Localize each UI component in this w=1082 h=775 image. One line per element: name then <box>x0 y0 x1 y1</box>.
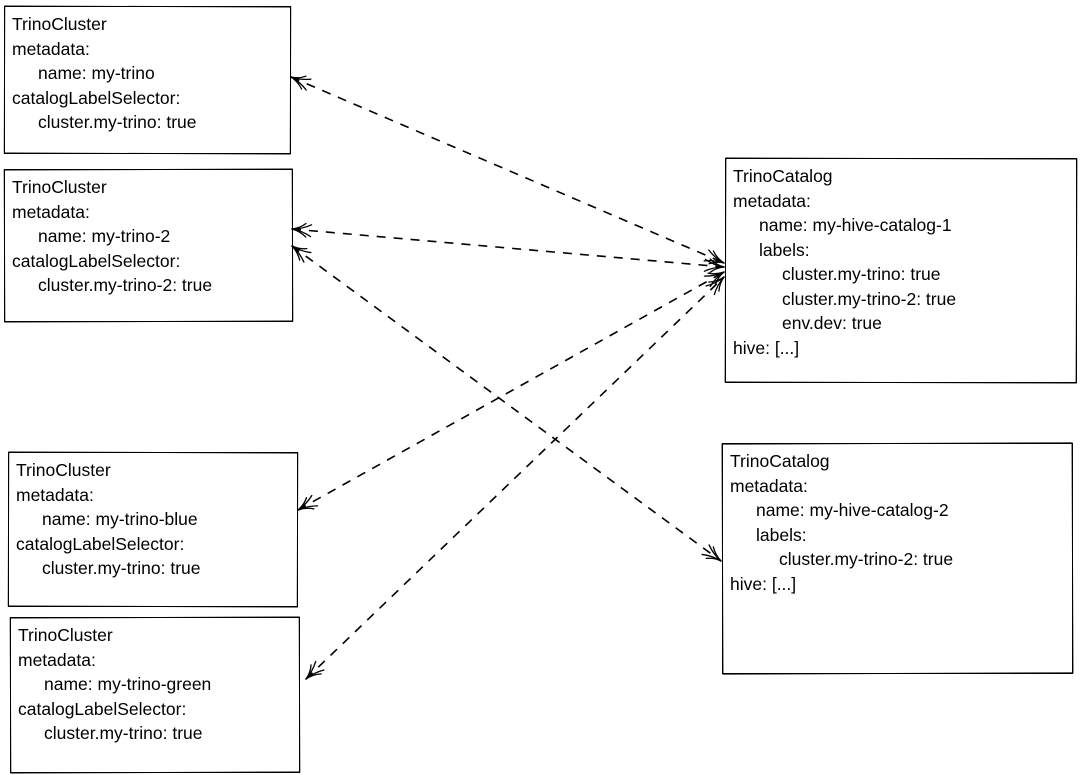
yaml-line: metadata: <box>16 484 94 505</box>
edge-my-trino-2--my-hive-catalog-1 <box>291 222 725 274</box>
yaml-line: catalogLabelSelector: <box>12 87 181 108</box>
trinocatalog-my-hive-catalog-2-node: TrinoCatalog metadata: name: my-hive-cata… <box>722 443 1073 674</box>
yaml-line: cluster.my-trino-2: true <box>779 549 954 569</box>
yaml-line: cluster.my-trino: true <box>42 558 201 578</box>
yaml-line: cluster.my-trino: true <box>782 264 941 284</box>
yaml-line: env.dev: true <box>782 313 882 333</box>
yaml-line: name: my-trino-green <box>44 674 212 694</box>
yaml-line: hive: [...] <box>730 573 797 594</box>
edge-my-trino-green--my-hive-catalog-1 <box>305 276 725 680</box>
yaml-line: cluster.my-trino: true <box>38 112 197 132</box>
yaml-line: cluster.my-trino: true <box>44 723 203 743</box>
edge-my-trino--my-hive-catalog-1 <box>290 75 725 265</box>
yaml-line: hive: [...] <box>733 337 800 358</box>
node-kind-label: TrinoCluster <box>12 177 107 197</box>
yaml-line: cluster.my-trino-2: true <box>782 288 957 309</box>
yaml-line: metadata: <box>12 201 90 222</box>
yaml-line: catalogLabelSelector: <box>16 533 185 554</box>
node-yaml-lines: metadata: name: my-trino-2 catalogLabelSel… <box>12 200 286 298</box>
node-kind-label: TrinoCluster <box>12 14 107 34</box>
yaml-line: name: my-hive-catalog-2 <box>756 500 949 520</box>
trinocluster-my-trino-blue-node: TrinoCluster metadata: name: my-trino-blu… <box>8 452 298 607</box>
yaml-line: name: my-trino-2 <box>38 226 171 246</box>
yaml-line: name: my-hive-catalog-1 <box>759 215 952 235</box>
trinocluster-my-trino-2-node: TrinoCluster metadata: name: my-trino-2 ca… <box>4 169 293 322</box>
yaml-line: labels: <box>756 524 807 545</box>
node-kind-label: TrinoCluster <box>18 625 113 645</box>
trinocatalog-my-hive-catalog-1-node: TrinoCatalog metadata: name: my-hive-cata… <box>725 158 1077 383</box>
yaml-line: cluster.my-trino-2: true <box>38 275 213 295</box>
trinocluster-my-trino-node: TrinoCluster metadata: name: my-trino cata… <box>4 6 291 154</box>
node-yaml-lines: metadata: name: my-hive-catalog-2 labels: c… <box>730 474 1066 597</box>
yaml-line: catalogLabelSelector: <box>18 698 187 719</box>
trinocluster-my-trino-green-node: TrinoCluster metadata: name: my-trino-gre… <box>10 617 300 773</box>
yaml-line: metadata: <box>733 190 811 211</box>
node-kind-label: TrinoCatalog <box>733 166 833 186</box>
yaml-line: metadata: <box>730 475 808 496</box>
node-kind-label: TrinoCluster <box>16 460 111 480</box>
edge-my-trino-blue--my-hive-catalog-1 <box>297 271 725 511</box>
yaml-line: name: my-trino-blue <box>42 509 198 529</box>
yaml-line: metadata: <box>12 38 90 59</box>
yaml-line: catalogLabelSelector: <box>12 250 181 271</box>
yaml-line: labels: <box>759 239 810 260</box>
edge-my-trino-2--my-hive-catalog-2 <box>291 245 722 562</box>
yaml-line: name: my-trino <box>38 63 155 83</box>
node-yaml-lines: metadata: name: my-trino-green catalogLabe… <box>18 648 293 746</box>
node-yaml-lines: metadata: name: my-trino catalogLabelSelec… <box>12 37 284 135</box>
yaml-line: metadata: <box>18 649 96 670</box>
node-yaml-lines: metadata: name: my-trino-blue catalogLabel… <box>16 483 291 581</box>
node-yaml-lines: metadata: name: my-hive-catalog-1 labels: c… <box>733 189 1070 361</box>
node-kind-label: TrinoCatalog <box>730 451 830 471</box>
